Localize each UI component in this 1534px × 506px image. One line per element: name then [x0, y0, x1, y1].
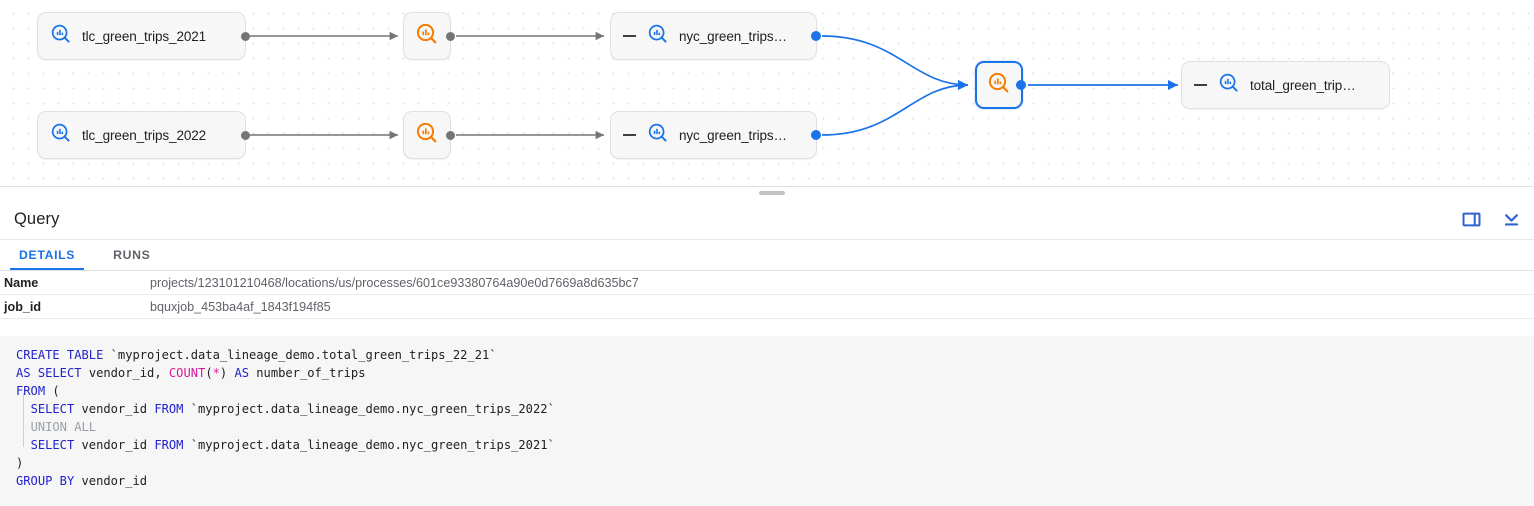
lineage-node-label: tlc_green_trips_2021: [82, 28, 207, 44]
node-output-port[interactable]: [1016, 80, 1026, 90]
sql-code-text: CREATE TABLE `myproject.data_lineage_dem…: [16, 348, 555, 488]
bigquery-table-icon: [50, 23, 72, 50]
lineage-node-label: total_green_trip…: [1250, 77, 1356, 93]
lineage-node-process-selected[interactable]: [975, 61, 1026, 109]
node-output-port[interactable]: [811, 31, 821, 41]
tab-runs[interactable]: RUNS: [113, 248, 151, 262]
panel-tabs: DETAILS RUNS: [0, 240, 1534, 271]
bigquery-query-icon: [415, 22, 439, 51]
node-output-port[interactable]: [240, 31, 250, 41]
panel-actions: [1458, 199, 1524, 240]
lineage-node-total-green-trips[interactable]: total_green_trip…: [1181, 61, 1390, 109]
lineage-node-nyc-green-trips-top[interactable]: nyc_green_trips…: [610, 12, 821, 60]
tab-details[interactable]: DETAILS: [0, 240, 94, 270]
detail-value: projects/123101210468/locations/us/proce…: [150, 275, 639, 290]
detail-value: bquxjob_453ba4af_1843f194f85: [150, 299, 331, 314]
bigquery-query-icon: [415, 121, 439, 150]
collapse-node-icon[interactable]: [623, 35, 636, 37]
detail-key: job_id: [4, 299, 42, 314]
collapse-node-icon[interactable]: [1194, 84, 1207, 86]
collapse-panel-icon[interactable]: [1498, 207, 1524, 233]
lineage-node-label: tlc_green_trips_2022: [82, 127, 207, 143]
bigquery-table-icon: [647, 122, 669, 149]
page-title: Query: [14, 209, 60, 228]
bigquery-table-icon: [1218, 72, 1240, 99]
panel-drag-handle[interactable]: [759, 191, 785, 195]
detail-key: Name: [4, 275, 39, 290]
lineage-node-process-top[interactable]: [403, 12, 455, 60]
panel-header: Query: [0, 199, 1534, 240]
lineage-node-tlc-green-trips-2022[interactable]: tlc_green_trips_2022: [37, 111, 250, 159]
bigquery-table-icon: [647, 23, 669, 50]
bigquery-query-icon: [987, 71, 1011, 100]
lineage-node-tlc-green-trips-2021[interactable]: tlc_green_trips_2021: [37, 12, 250, 60]
collapse-node-icon[interactable]: [623, 134, 636, 136]
table-row: Name projects/123101210468/locations/us/…: [0, 271, 1534, 295]
sql-code-block[interactable]: CREATE TABLE `myproject.data_lineage_dem…: [0, 336, 1534, 506]
panel-splitter[interactable]: [0, 186, 1534, 199]
table-row: job_id bquxjob_453ba4af_1843f194f85: [0, 295, 1534, 319]
node-output-port[interactable]: [811, 130, 821, 140]
node-output-port[interactable]: [240, 130, 250, 140]
lineage-node-nyc-green-trips-bottom[interactable]: nyc_green_trips…: [610, 111, 821, 159]
bigquery-table-icon: [50, 122, 72, 149]
indent-guide: [23, 393, 24, 447]
lineage-graph-canvas[interactable]: tlc_green_trips_2021 tlc_green_trips_202…: [0, 0, 1534, 186]
side-panel-icon[interactable]: [1458, 207, 1484, 233]
lineage-node-label: nyc_green_trips…: [679, 127, 787, 143]
node-output-port[interactable]: [445, 130, 455, 140]
query-details-panel: Query DETAILS RUNS Name projects/1231012…: [0, 199, 1534, 506]
lineage-node-process-bottom[interactable]: [403, 111, 455, 159]
lineage-node-label: nyc_green_trips…: [679, 28, 787, 44]
node-output-port[interactable]: [445, 31, 455, 41]
details-table: Name projects/123101210468/locations/us/…: [0, 271, 1534, 319]
